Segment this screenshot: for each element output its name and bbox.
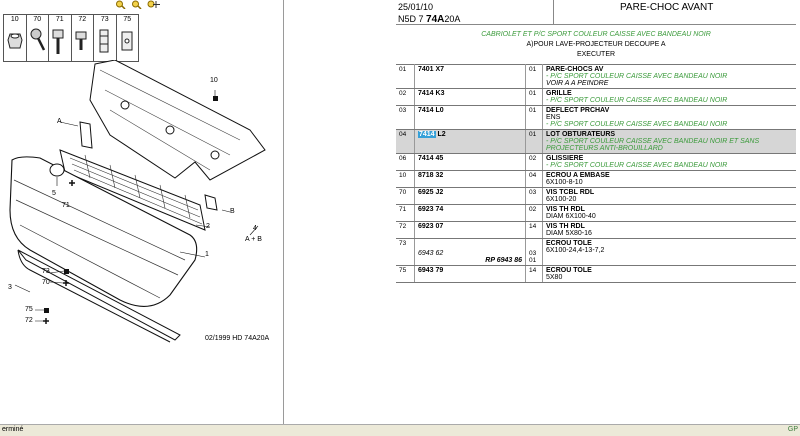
- status-bar: erminé GP: [0, 424, 800, 436]
- pan-icon[interactable]: [147, 0, 160, 9]
- catalog-date: 25/01/10: [398, 2, 434, 12]
- diagram-reference: 02/1999 HD 74A20A: [205, 335, 270, 342]
- diagram-panel: 10 70 71 72 73 75: [0, 0, 284, 424]
- header-divider: [396, 24, 796, 25]
- part-cell[interactable]: 73: [94, 15, 117, 61]
- catalog-reference: N5D 7 74A20A: [398, 14, 461, 25]
- callout-b: B: [230, 208, 235, 215]
- zoom-in-icon[interactable]: [115, 0, 127, 9]
- status-right: GP: [787, 426, 798, 433]
- nut-icon: [7, 33, 23, 49]
- bolt-icon: [52, 29, 64, 54]
- parts-list-panel: 25/01/10 N5D 7 74A20A PARE-CHOC AVANT CA…: [396, 0, 800, 424]
- condition-note: A)POUR LAVE-PROJECTEUR DECOUPE A: [526, 41, 666, 48]
- condition-green: CABRIOLET ET P/C SPORT COULEUR CAISSE AV…: [481, 31, 711, 38]
- callout-a-b: A + B: [245, 236, 262, 243]
- condition-note-2: EXECUTER: [576, 51, 616, 58]
- callout-5: 5: [52, 190, 56, 197]
- callout-73: 73: [42, 268, 50, 275]
- part-cell[interactable]: 70: [27, 15, 49, 61]
- part-cell[interactable]: 75: [117, 15, 139, 61]
- part-number: 75: [123, 16, 132, 23]
- callout-2: 2: [206, 223, 210, 230]
- part-number: 70: [33, 16, 42, 23]
- callout-71: 71: [62, 202, 70, 209]
- zoom-out-icon[interactable]: [131, 0, 143, 9]
- callout-3: 3: [8, 284, 12, 291]
- callout-70: 70: [42, 279, 50, 286]
- callout-a: A: [57, 118, 62, 125]
- callout-1: 1: [205, 251, 209, 258]
- callout-75: 75: [25, 306, 33, 313]
- callout-72: 72: [25, 317, 33, 324]
- part-number: 10: [10, 16, 19, 23]
- bolt-icon: [75, 31, 86, 50]
- part-number: 72: [78, 16, 87, 23]
- highlighted-ref[interactable]: 7414: [418, 131, 436, 138]
- callout-10: 10: [210, 77, 218, 84]
- clip-icon: [99, 29, 109, 53]
- bumper-exploded-diagram: [9, 60, 266, 343]
- screw-icon: [30, 28, 45, 51]
- parts-legend: 10 70 71 72 73 75: [3, 14, 139, 62]
- viewer-toolbar: [115, 0, 160, 9]
- part-number: 73: [100, 16, 109, 23]
- part-cell[interactable]: 71: [49, 15, 72, 61]
- page-title: PARE-CHOC AVANT: [553, 0, 796, 24]
- status-text: erminé: [2, 426, 24, 433]
- part-number: 71: [55, 16, 64, 23]
- clip-icon: [121, 31, 132, 51]
- part-cell[interactable]: 10: [4, 15, 27, 61]
- part-cell[interactable]: 72: [72, 15, 94, 61]
- callout-4: 4: [253, 225, 257, 232]
